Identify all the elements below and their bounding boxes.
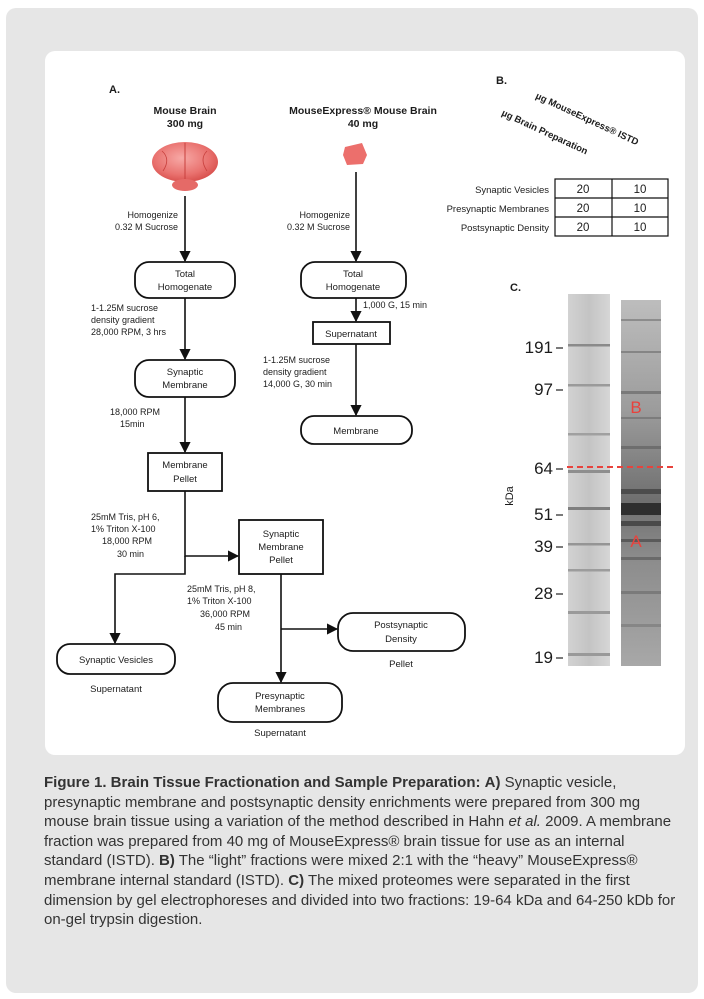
panel-c-label: C. [510,282,521,294]
size-marker: 39 [534,537,553,556]
step-label: 0.32 M Sucrose [115,222,178,232]
panel-a-label: A. [109,84,120,96]
figure-panel: A. Mouse Brain 300 mg MouseExpress® Mous… [6,8,698,993]
box-label: Membrane [162,460,207,471]
mouseexpress-tissue-image [343,143,367,165]
size-marker: 191 [525,338,553,357]
size-marker: 64 [534,459,553,478]
gel-image [568,294,661,666]
step-label: 15min [120,419,145,429]
table-row-label: Postsynaptic Density [461,223,549,234]
step-label: 1% Triton X-100 [91,524,156,534]
box-label: Supernatant [325,329,377,340]
step-label: 1% Triton X-100 [187,596,252,606]
box-label: Membrane [333,426,378,437]
mouseexpress-weight: 40 mg [348,118,378,130]
fraction-label: Pellet [389,659,413,670]
box-label: Synaptic [167,367,204,378]
table [554,178,669,237]
caption-a-text: Synaptic vesicle, presynaptic membrane a… [44,774,641,831]
step-label: 36,000 RPM [200,609,250,619]
box-label: Presynaptic [255,691,305,702]
box-label: Membranes [255,704,305,715]
step-label: 25mM Tris, pH 6, [91,512,160,522]
brain-weight: 300 mg [167,118,203,130]
figure-box: A. Mouse Brain 300 mg MouseExpress® Mous… [45,51,685,755]
arrow [109,556,186,645]
box-label: Pellet [173,474,197,485]
step-label: 28,000 RPM, 3 hrs [91,327,167,337]
table-cell: 20 [577,222,590,234]
step-label: 25mM Tris, pH 8, [187,584,256,594]
box-label: Density [385,634,417,645]
fraction-label: Supernatant [90,684,142,695]
mouseexpress-title: MouseExpress® Mouse Brain [289,105,437,117]
table-row-label: Synaptic Vesicles [475,185,549,196]
step-label: 30 min [117,549,144,559]
step-label: 45 min [215,622,242,632]
box-label: Total [175,269,195,280]
step-label: density gradient [263,367,327,377]
mx-membrane-box [300,415,413,445]
fraction-label: Supernatant [254,728,306,739]
caption-b-text: The “light” fractions were mixed 2:1 wit… [44,852,638,889]
box-label: Membrane [162,380,207,391]
table-cell: 10 [634,184,647,196]
table-cell: 10 [634,203,647,215]
step-label: 1-1.25M sucrose [91,303,158,313]
fraction-label-a: A [630,532,642,551]
step-label: 1,000 G, 15 min [363,300,427,310]
kda-axis-label: kDa [504,485,516,505]
mx-total-homogenate-box [300,261,407,299]
step-label: 18,000 RPM [102,536,152,546]
mx-supernatant-box [312,321,391,345]
step-label: 0.32 M Sucrose [287,222,350,232]
box-label: Total [343,269,363,280]
synaptic-vesicles-box [56,643,176,675]
caption-c-text: The mixed proteomes were separated in th… [44,871,676,929]
membrane-pellet-box [147,452,223,492]
caption-title: Figure 1. Brain Tissue Fractionation and… [44,774,481,791]
table-cell: 10 [634,222,647,234]
caption-a-label: A) [484,774,501,791]
fraction-label-b: B [630,398,641,417]
postsynaptic-density-box [337,612,466,652]
caption-et-al: et al. [508,813,541,831]
box-label: Homogenate [326,282,380,293]
box-label: Pellet [269,555,293,566]
synaptic-membrane-pellet-box [238,519,324,575]
size-marker: 51 [534,505,553,524]
brain-title: Mouse Brain [153,105,216,117]
table-row-label: Presynaptic Membranes [447,204,550,215]
marker-ticks [556,347,563,659]
synaptic-membrane-box [134,359,236,398]
step-label: 1-1.25M sucrose [263,355,330,365]
step-label: 14,000 G, 30 min [263,379,332,389]
box-label: Membrane [258,542,303,553]
size-marker: 97 [534,380,553,399]
figure-caption: Figure 1. Brain Tissue Fractionation and… [44,773,679,930]
mouse-brain-image [152,142,218,191]
box-label: Homogenate [158,282,212,293]
size-marker: 19 [534,648,553,667]
step-label: Homogenize [127,210,178,220]
table-cell: 20 [577,184,590,196]
panel-b-label: B. [496,75,507,87]
step-label: density gradient [91,315,155,325]
step-label: Homogenize [299,210,350,220]
caption-c-label: C) [288,871,305,889]
box-label: Postsynaptic [374,620,428,631]
box-label: Synaptic [263,529,300,540]
size-marker: 28 [534,584,553,603]
figure-diagram: A. Mouse Brain 300 mg MouseExpress® Mous… [56,75,675,739]
table-cell: 20 [577,203,590,215]
caption-b-label: B) [159,852,175,870]
presynaptic-membranes-box [217,682,343,723]
caption-a-text-2: 2009. A membrane fraction was prepared f… [44,813,672,870]
box-label: Synaptic Vesicles [79,655,153,666]
arrow [184,491,240,562]
step-label: 18,000 RPM [110,407,160,417]
